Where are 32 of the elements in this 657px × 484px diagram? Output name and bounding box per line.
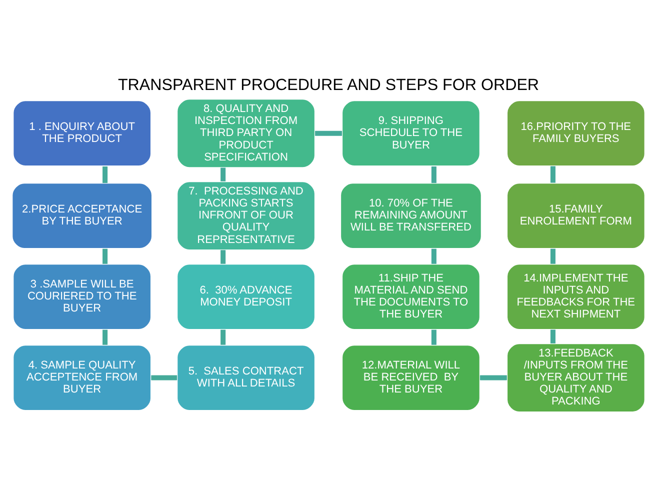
connector	[102, 248, 108, 264]
node-box: 12.MATERIAL WILL BE RECEIVED BY THE BUYER	[342, 344, 480, 410]
connector	[102, 329, 108, 344]
node-box: 5. SALES CONTRACT WITH ALL DETAILS	[176, 344, 316, 410]
connector	[550, 248, 556, 264]
node-box: 1 . ENQUIRY ABOUT THE PRODUCT	[12, 100, 152, 166]
node-box: 16.PRIORITY TO THE FAMILY BUYERS	[506, 100, 646, 166]
node-box: 3 .SAMPLE WILL BE COURIERED TO THE BUYER	[12, 263, 152, 330]
node-box: 13.FEEDBACK /INPUTS FROM THE BUYER ABOUT THE QUALITY AND PACKING	[506, 342, 646, 412]
node-box: 14.IMPLEMENT THE INPUTS AND FEEDBACKS FOR THE NEXT SHIPMENT	[506, 263, 646, 330]
node-box: 15.FAMILY ENROLEMENT FORM	[506, 182, 646, 249]
node-box: 8. QUALITY AND INSPECTION FROM THIRD PARTY ON PRODUCT SPECIFICATION	[176, 98, 316, 168]
connector	[220, 250, 226, 264]
connector	[315, 130, 342, 136]
node-box: 4. SAMPLE QUALITY ACCEPTENCE FROM BUYER	[12, 344, 152, 410]
connector	[550, 329, 556, 343]
diagram-title: TRANSPARENT PROCEDURE AND STEPS FOR ORDER	[118, 75, 540, 94]
connector	[431, 329, 436, 344]
connector	[550, 166, 556, 182]
connector	[431, 166, 436, 183]
node-box: 7. PROCESSING AND PACKING STARTS INFRONT OF OUR QUALITY REPRESENTATIVE	[176, 180, 316, 250]
node-box: 9. SHIPPING SCHEDULE TO THE BUYER	[342, 100, 480, 166]
connector	[220, 329, 226, 344]
node-box: 6. 30% ADVANCE MONEY DEPOSIT	[176, 263, 316, 330]
node-box: 2.PRICE ACCEPTANCE BY THE BUYER	[12, 182, 152, 249]
connector	[102, 166, 108, 183]
node-box: 10. 70% OF THE REMAINING AMOUNT WILL BE TRANSFERED	[340, 182, 482, 249]
connector	[220, 167, 226, 181]
connector	[480, 374, 507, 380]
connector	[151, 374, 178, 380]
connector	[431, 248, 436, 264]
node-box: 11.SHIP THE MATERIAL AND SEND THE DOCUMENTS TO THE BUYER	[342, 263, 480, 330]
